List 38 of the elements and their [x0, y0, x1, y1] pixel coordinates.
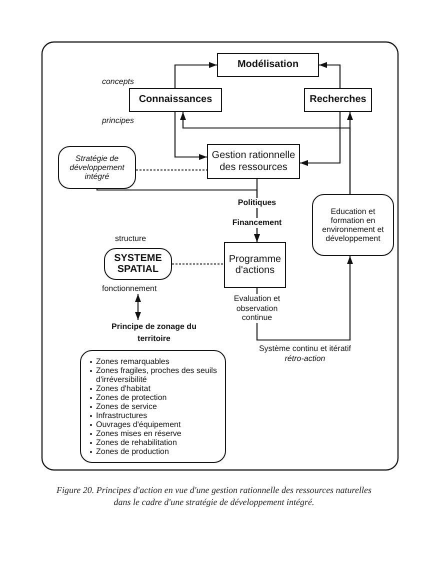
box-label: Gestion rationnelle des ressources [210, 150, 296, 173]
arrow [135, 294, 141, 320]
list-item: Zones fragiles, proches des seuils d'irréversibilité [87, 366, 219, 384]
box-label: SYSTEME SPATIAL [113, 252, 163, 276]
arrow [300, 112, 341, 166]
arrow [96, 188, 260, 242]
side-label: structure [115, 235, 146, 243]
box-label: Stratégie de développement intégré [68, 154, 126, 182]
rounded-box [58, 146, 136, 189]
process-box [224, 242, 286, 288]
list-item: Zones de protection [87, 393, 167, 402]
box-label: Modélisation [237, 59, 299, 71]
list-item: Zones de rehabilitation [87, 438, 177, 447]
box-label: Connaissances [138, 94, 212, 106]
arrow [180, 112, 351, 194]
process-box [217, 53, 319, 77]
list-heading: Principe de zonage du territoire [110, 321, 198, 345]
list-item: Zones d'habitat [87, 384, 150, 393]
list-item: Zones remarquables [87, 357, 170, 366]
list-item: Zones de service [87, 402, 157, 411]
side-label: concepts [102, 78, 134, 86]
box-label: Education et formation en environnement et développement [321, 206, 385, 244]
arrow [319, 62, 341, 88]
arrow [256, 256, 353, 341]
side-label: fonctionnement [102, 285, 157, 293]
rounded-box [312, 194, 394, 256]
list-item: Zones de production [87, 447, 169, 456]
arrow [174, 112, 207, 160]
list-item: Infrastructures [87, 411, 148, 420]
box-label: Programme d'actions [228, 254, 282, 276]
side-label: principes [102, 117, 134, 125]
process-box [304, 88, 372, 112]
process-box [207, 144, 300, 179]
arrow [174, 62, 217, 88]
list-item: Ouvrages d'équipement [87, 420, 181, 429]
box-label: Recherches [310, 94, 366, 106]
figure-caption: Figure 20. Principes d'action en vue d'une gestion rationnelle des ressources naturelles dans le cadre d'une stratégie de développement intégré. [56, 484, 372, 508]
list-item: Zones mises en réserve [87, 429, 182, 438]
